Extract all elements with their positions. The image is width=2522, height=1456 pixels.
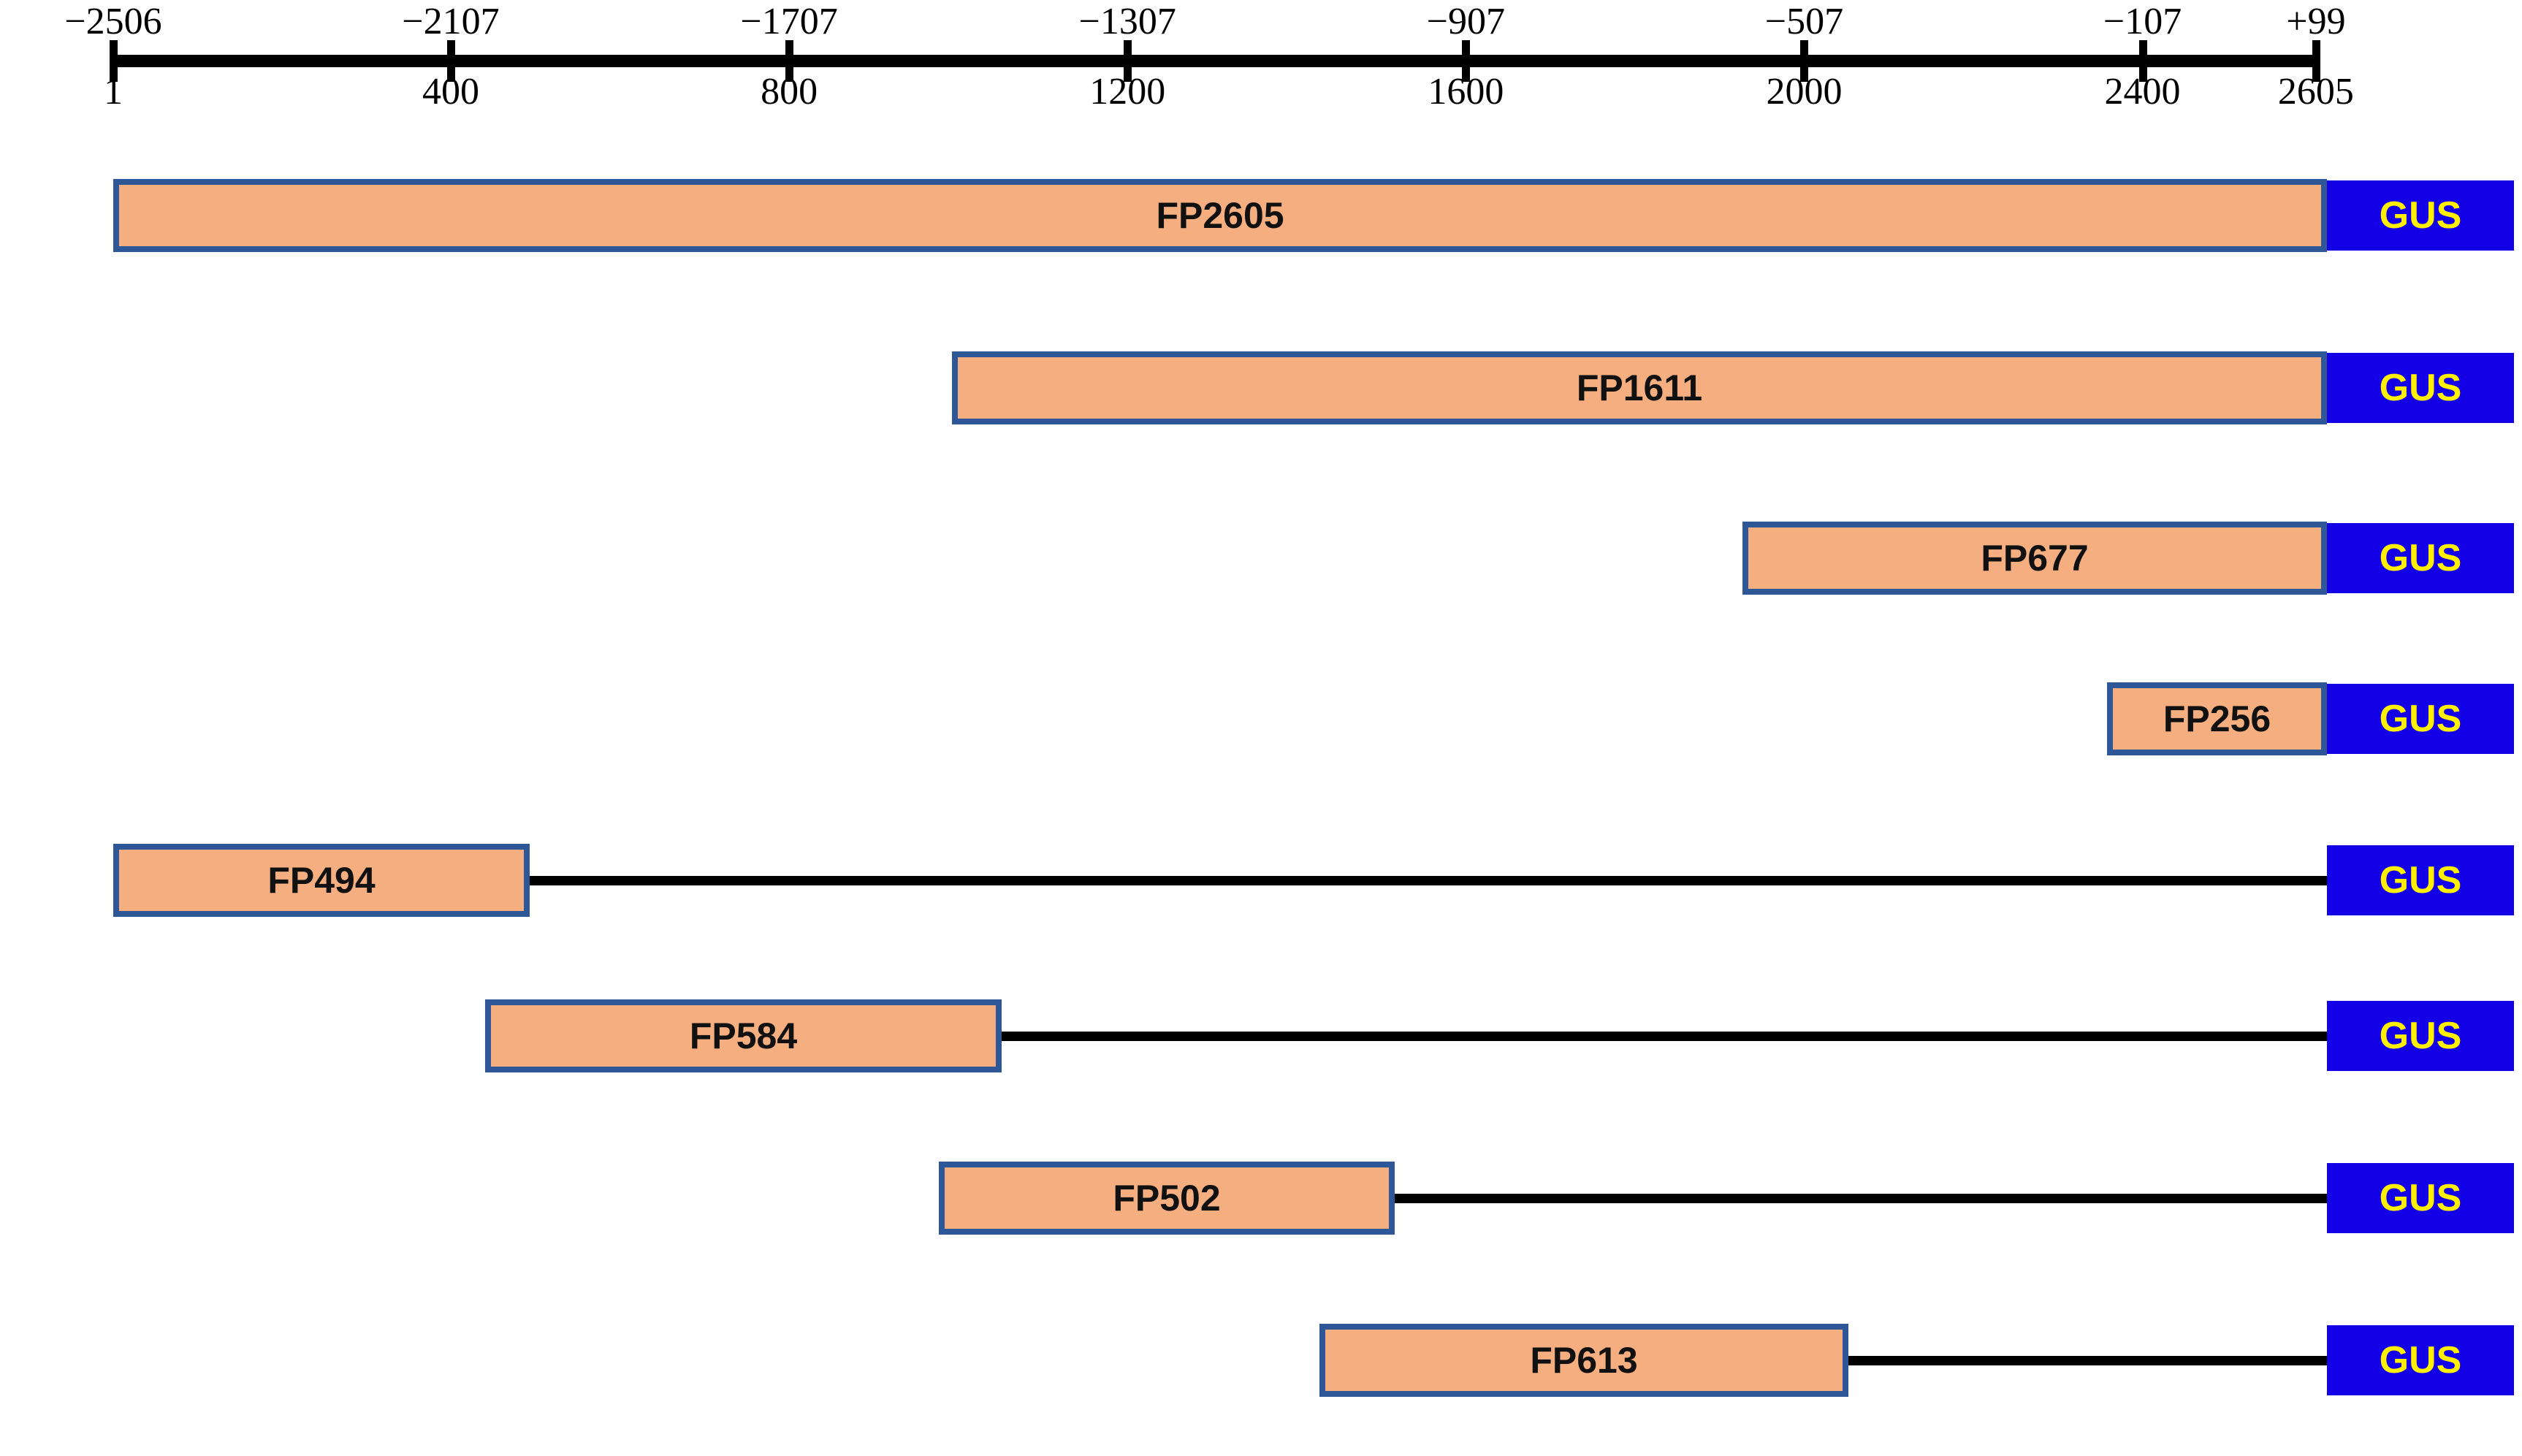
axis-tick-label-upstream: −507 [1764,1,1844,42]
promoter-fragment-box: FP2605 [113,179,2327,252]
gus-reporter-box: GUS [2327,353,2514,423]
gus-reporter-label: GUS [2379,859,2462,902]
construct-connector-line [1389,1194,2330,1203]
axis-tick [785,40,794,82]
axis-tick-label-position: 2000 [1766,71,1843,113]
gus-reporter-box: GUS [2327,523,2514,593]
promoter-fragment-box: FP494 [113,844,530,917]
promoter-fragment-label: FP584 [689,1015,798,1056]
construct-row: FP584 GUS [0,999,2522,1072]
gus-reporter-label: GUS [2379,194,2462,237]
axis-baseline [113,55,2317,67]
promoter-fragment-box: FP584 [485,999,1002,1072]
promoter-fragment-label: FP613 [1530,1340,1638,1381]
promoter-fragment-box: FP1611 [952,351,2327,424]
axis-tick [110,40,118,82]
promoter-fragment-box: FP677 [1742,522,2327,595]
axis-tick [1800,40,1809,82]
promoter-fragment-label: FP677 [1981,538,2089,579]
coordinate-axis: −2506 1 −2107 400 −1707 800 −1307 1200 −907 1600 −… [0,0,2522,153]
gus-reporter-box: GUS [2327,845,2514,915]
construct-row: FP256 GUS [0,682,2522,755]
promoter-fragment-box: FP256 [2107,682,2327,755]
construct-row: FP677 GUS [0,522,2522,595]
axis-tick [2312,40,2320,82]
construct-row: FP502 GUS [0,1162,2522,1235]
construct-row: FP1611 GUS [0,351,2522,424]
gus-reporter-box: GUS [2327,1163,2514,1233]
axis-tick-label-position: 1600 [1428,71,1504,113]
axis-tick-label-upstream: −1707 [740,1,838,42]
axis-tick-label-position: 2400 [2104,71,2181,113]
gus-reporter-box: GUS [2327,1001,2514,1071]
construct-row: FP613 GUS [0,1324,2522,1397]
promoter-fragment-box: FP502 [939,1162,1395,1235]
gus-reporter-box: GUS [2327,1325,2514,1395]
construct-row: FP494 GUS [0,844,2522,917]
axis-tick [446,40,455,82]
axis-tick-label-position: 1 [104,71,123,113]
construct-row: FP2605 GUS [0,179,2522,252]
promoter-fragment-label: FP256 [2163,698,2271,739]
axis-tick-label-position: 1200 [1089,71,1166,113]
gus-reporter-box: GUS [2327,684,2514,754]
axis-tick-label-upstream: −1307 [1078,1,1176,42]
axis-tick-label-upstream: −2506 [64,1,162,42]
axis-tick-label-position: 800 [761,71,818,113]
axis-tick [2138,40,2147,82]
gus-reporter-label: GUS [2379,1177,2462,1219]
gus-reporter-label: GUS [2379,698,2462,740]
axis-tick-label-upstream: −907 [1426,1,1505,42]
construct-connector-line [1843,1356,2330,1365]
promoter-fragment-label: FP502 [1113,1178,1221,1219]
promoter-fragment-label: FP494 [267,860,376,901]
promoter-fragment-label: FP1611 [1576,367,1703,408]
gus-reporter-label: GUS [2379,537,2462,579]
promoter-fragment-box: FP613 [1319,1324,1848,1397]
axis-tick-label-position: 400 [422,71,479,113]
gus-reporter-label: GUS [2379,1339,2462,1381]
axis-tick-label-position: 2605 [2277,71,2354,113]
axis-tick-label-upstream: −107 [2103,1,2182,42]
gus-reporter-label: GUS [2379,1015,2462,1057]
gus-reporter-box: GUS [2327,180,2514,251]
axis-tick [1462,40,1471,82]
axis-tick [1124,40,1132,82]
promoter-fragment-label: FP2605 [1156,195,1284,236]
construct-connector-line [996,1032,2330,1041]
axis-tick-label-upstream: −2107 [402,1,500,42]
axis-tick-label-upstream: +99 [2286,1,2346,42]
construct-connector-line [524,876,2330,885]
gus-reporter-label: GUS [2379,367,2462,409]
